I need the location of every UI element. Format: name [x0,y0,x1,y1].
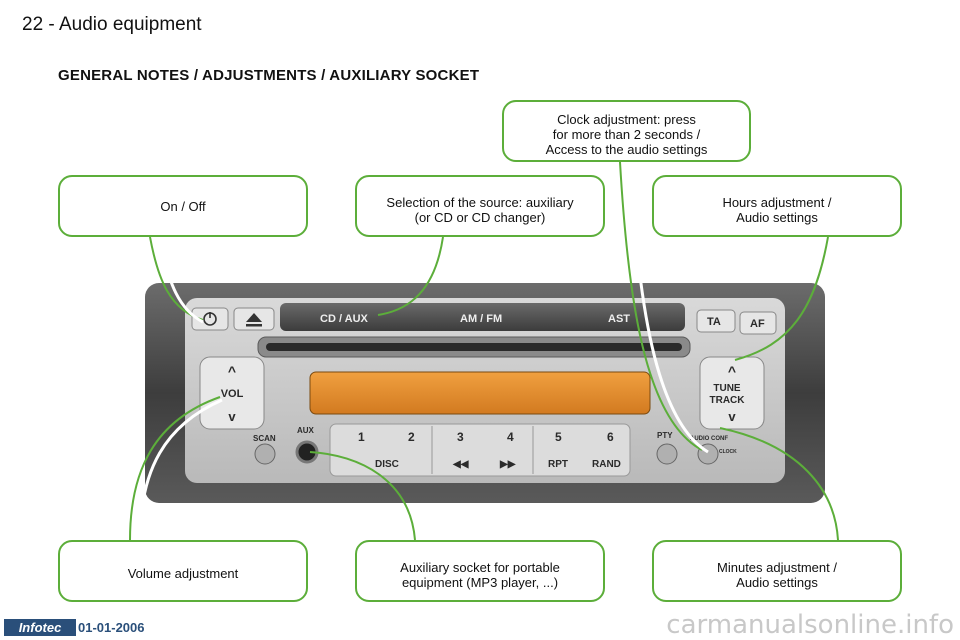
callout-aux-line2: equipment (MP3 player, ...) [401,575,559,590]
callout-source-selection: Selection of the source: auxiliary (or C… [355,175,605,237]
radio-display [309,371,651,415]
volume-down-icon: v [228,409,236,424]
disc-label: DISC [375,459,399,470]
callout-clock-adjustment: Clock adjustment: press for more than 2 … [502,100,751,162]
tune-label: TUNE [713,383,741,394]
tune-down-icon: v [728,409,736,424]
am-fm-button[interactable]: AM / FM [460,313,502,325]
af-label: AF [750,318,765,330]
rpt-label: RPT [548,459,568,470]
tune-track-rocker[interactable] [699,356,765,430]
footer-date: 01-01-2006 [78,620,145,635]
af-button[interactable] [739,311,777,335]
pty-label: PTY [657,431,673,440]
rand-label: RAND [592,459,621,470]
callout-clock-line2: for more than 2 seconds / [552,127,701,142]
preset-1-button[interactable]: 1 [358,430,365,444]
tune-up-icon: ^ [728,363,736,379]
callout-hours-adjustment: Hours adjustment / Audio settings [652,175,902,237]
track-label: TRACK [710,395,746,406]
preset-2-button[interactable]: 2 [408,430,415,444]
callout-volume-text: Volume adjustment [127,566,239,581]
clock-label: CLOCK [719,449,737,455]
scan-label: SCAN [253,434,276,443]
infotec-logo: Infotec [4,619,76,636]
fast-forward-icon: ▶▶ [499,459,517,470]
preset-6-button[interactable]: 6 [607,430,614,444]
eject-icon [246,313,262,322]
section-title: GENERAL NOTES / ADJUSTMENTS / AUXILIARY … [58,67,480,84]
volume-up-icon: ^ [228,363,236,379]
callout-on-off-text: On / Off [160,199,206,214]
callout-on-off: On / Off [58,175,308,237]
rewind-icon: ◀◀ [452,459,469,470]
callout-hours-line2: Audio settings [736,210,818,225]
page-header: 22 - Audio equipment [22,14,202,35]
callout-clock-line3: Access to the audio settings [545,142,708,157]
power-button[interactable] [191,307,229,331]
ast-button[interactable]: AST [608,313,630,325]
aux-label: AUX [297,426,315,435]
callout-aux-line1: Auxiliary socket for portable [400,560,560,575]
ta-button[interactable] [696,309,736,333]
callout-source-line2: (or CD or CD changer) [414,210,546,225]
pty-button[interactable] [656,443,678,465]
ta-label: TA [707,316,721,328]
volume-rocker[interactable] [199,356,265,430]
callout-source-line1: Selection of the source: auxiliary [386,195,574,210]
callout-minutes-adjustment: Minutes adjustment / Audio settings [652,540,902,602]
cd-aux-button[interactable]: CD / AUX [320,313,369,325]
preset-buttons [329,423,631,477]
preset-4-button[interactable]: 4 [507,430,514,444]
callout-minutes-line1: Minutes adjustment / [717,560,837,575]
audio-conf-label: AUDIO CONF [690,436,728,442]
callout-minutes-line2: Audio settings [736,575,818,590]
callout-hours-line1: Hours adjustment / [722,195,832,210]
scan-button[interactable] [254,443,276,465]
watermark: carmanualsonline.info [666,610,954,640]
preset-5-button[interactable]: 5 [555,430,562,444]
vol-label: VOL [221,388,244,400]
callout-clock-line1: Clock adjustment: press [557,112,696,127]
callout-volume-adjustment: Volume adjustment [58,540,308,602]
preset-3-button[interactable]: 3 [457,430,464,444]
callout-auxiliary-socket: Auxiliary socket for portable equipment … [355,540,605,602]
